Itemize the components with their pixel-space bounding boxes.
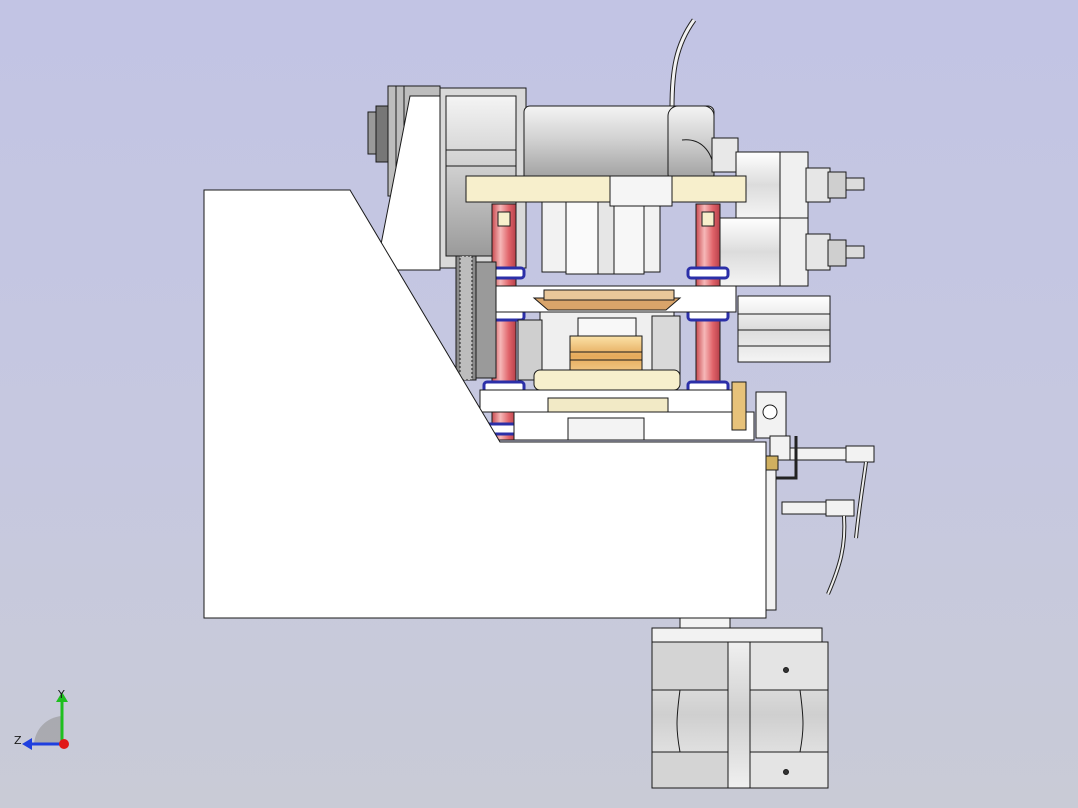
pneumatic-cylinder-upper[interactable] — [735, 151, 865, 219]
stepper-motor[interactable] — [651, 617, 829, 789]
sensor-bracket[interactable] — [731, 381, 791, 471]
y-axis-label: Y — [57, 688, 65, 701]
drive-gear[interactable] — [455, 255, 497, 381]
z-axis-label: Z — [14, 734, 22, 747]
base-side-plate — [765, 469, 777, 611]
crosshead-plate[interactable] — [479, 285, 737, 313]
side-cylinder[interactable] — [737, 295, 831, 363]
central-column[interactable] — [541, 175, 673, 275]
lower-fixture[interactable] — [479, 369, 755, 441]
coordinate-triad-icon: Y Z — [14, 688, 69, 750]
base-block[interactable] — [203, 189, 767, 619]
pulley-bracket[interactable] — [367, 85, 441, 271]
machine-assembly[interactable] — [203, 18, 875, 789]
top-plate[interactable] — [465, 175, 747, 203]
x-axis-origin — [59, 739, 69, 749]
